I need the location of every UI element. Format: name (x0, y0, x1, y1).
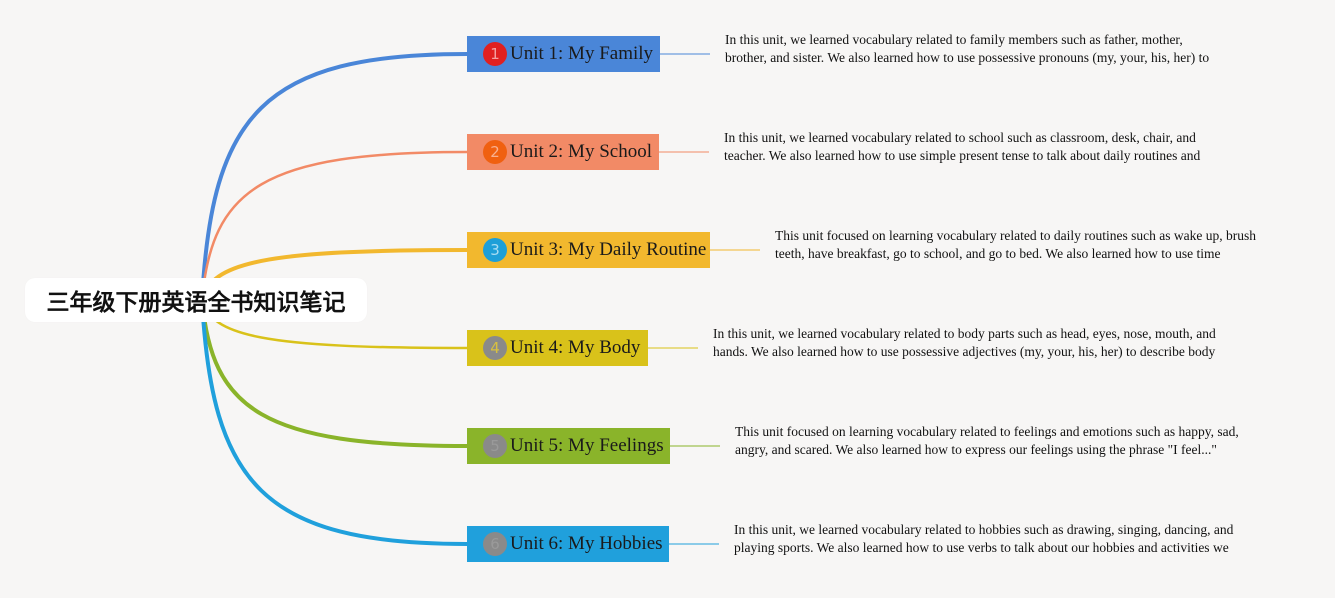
branch-connector-6 (200, 298, 469, 546)
unit-title: Unit 6: My Hobbies (510, 533, 663, 554)
unit-description-2[interactable]: In this unit, we learned vocabulary rela… (724, 130, 1201, 167)
unit-description-3[interactable]: This unit focused on learning vocabulary… (775, 228, 1256, 265)
branch-connector-1 (200, 52, 469, 302)
unit-description-6[interactable]: In this unit, we learned vocabulary rela… (734, 522, 1234, 559)
unit-number-badge: 5 (483, 434, 507, 458)
unit-description-1[interactable]: In this unit, we learned vocabulary rela… (725, 32, 1210, 69)
unit-number-badge: 3 (483, 238, 507, 262)
unit-description-4[interactable]: In this unit, we learned vocabulary rela… (713, 326, 1216, 363)
branch-connector-2 (200, 150, 469, 302)
unit-number-badge: 2 (483, 140, 507, 164)
unit-number-badge: 6 (483, 532, 507, 556)
unit-number-badge: 4 (483, 336, 507, 360)
unit-title: Unit 2: My School (510, 141, 652, 162)
unit-title: Unit 4: My Body (510, 337, 641, 358)
unit-title: Unit 5: My Feelings (510, 435, 664, 456)
unit-title: Unit 3: My Daily Routine (510, 239, 707, 260)
branch-connector-5 (200, 298, 469, 448)
unit-title: Unit 1: My Family (510, 43, 654, 64)
unit-number-badge: 1 (483, 42, 507, 66)
central-topic[interactable]: 三年级下册英语全书知识笔记 (25, 278, 367, 322)
unit-description-5[interactable]: This unit focused on learning vocabulary… (735, 424, 1239, 457)
